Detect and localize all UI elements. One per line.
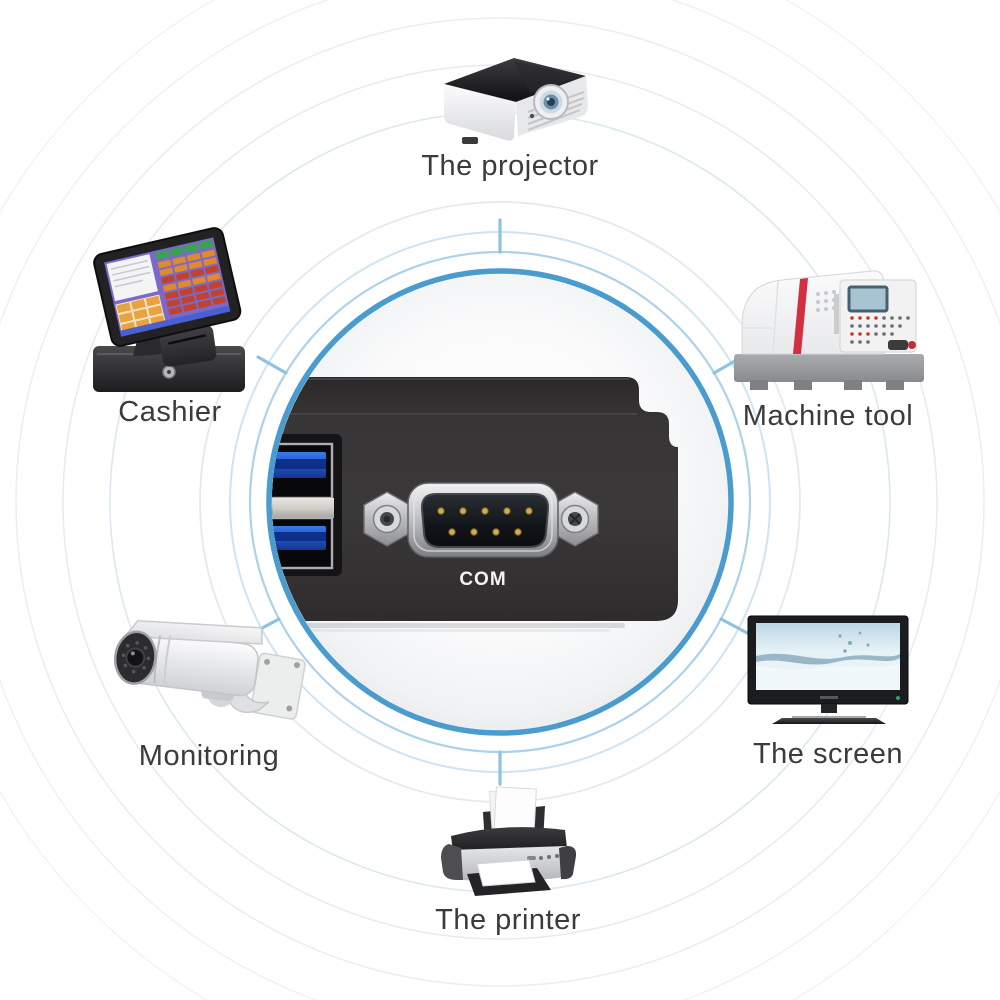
tv-screen-image (747, 615, 909, 724)
device-label: Cashier (118, 396, 222, 428)
device-label: The printer (435, 904, 581, 936)
main-ring (266, 268, 734, 736)
device-machine-tool: Machine tool (712, 254, 944, 433)
cashier-image (93, 227, 245, 392)
com-port-photo (272, 274, 728, 730)
device-screen: The screen (738, 612, 918, 771)
db9-serial-connector (363, 482, 599, 558)
monitoring-camera-image (113, 619, 306, 720)
machine-tool-image (734, 270, 924, 390)
device-label: Machine tool (742, 400, 914, 432)
projector-image (444, 58, 588, 144)
device-label: The projector (421, 150, 599, 182)
device-projector: The projector (375, 50, 645, 183)
device-monitoring: Monitoring (94, 604, 324, 773)
device-cashier: Cashier (58, 222, 282, 429)
printer-image (441, 786, 577, 896)
device-label: Monitoring (138, 740, 280, 772)
com-port-label: COM (459, 569, 507, 590)
device-printer: The printer (420, 784, 596, 937)
device-label: The screen (752, 738, 904, 770)
usb-ports (272, 434, 342, 576)
